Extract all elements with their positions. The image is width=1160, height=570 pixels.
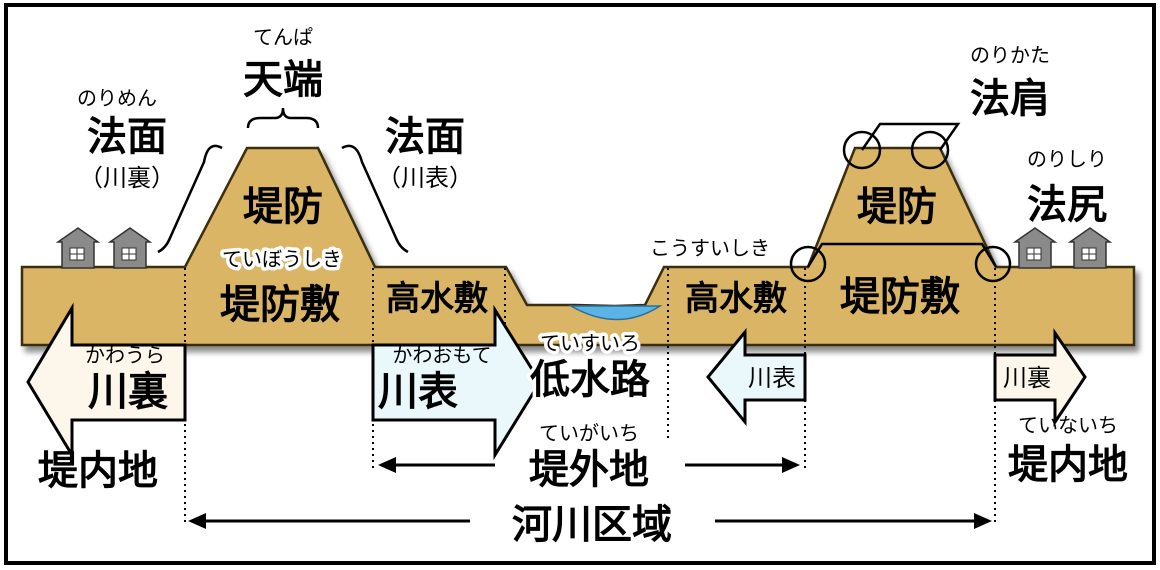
ground-profile [20,146,1136,347]
house-icon [107,227,153,269]
kawaura-small-label: 川裏 [1003,364,1051,392]
norishiri-ruby: のりしり [1027,147,1107,171]
norimen-right-label: 法面 [385,114,465,160]
house-icon [1067,227,1113,269]
norikata-label: 法肩 [970,76,1050,122]
norimen-right-brace [341,144,409,254]
teibo-right-label: 堤防 [857,184,937,230]
low-water-channel-water [568,305,663,321]
kawaura-arrow-small [993,328,1087,427]
kawaomote-arrow-small [706,327,807,427]
kawaomote-small-label: 川表 [748,364,796,392]
teinaichi-ruby: ていないち [1018,413,1118,437]
kawaomote-ruby: かわおもて [392,343,491,367]
kosuijiki-left-label: 高水敷 [386,279,488,319]
teinaichi-right-label: 堤内地 [1008,442,1128,488]
teisuiro-ruby: ていすいろ [540,331,640,355]
kawaomote-arrow-right [371,304,542,461]
tenba-ruby: てんぱ [253,25,313,49]
teibojiki-right-label: 堤防敷 [840,274,960,320]
norishiri-marker-right [974,245,1012,283]
norimen-left-brace [157,144,223,254]
dotted-guides [184,268,996,525]
norimen-left-sub: （川裏） [79,164,175,192]
kawaura-arrow-left [26,302,187,461]
kawaomote-big-label: 川表 [378,369,458,415]
kawaura-big-label: 川裏 [88,369,168,415]
norikata-marker-left [842,130,882,170]
tenba-brace [246,107,320,129]
norikata-marker-right [910,130,950,170]
teibojiki-left-label: 堤防敷 [220,282,340,328]
norishiri-bracket [806,242,998,268]
teigaichi-label: 堤外地 [529,447,649,493]
teigaichi-range-arrow [378,457,800,473]
kawaura-ruby: かわうら [85,343,165,367]
teigaichi-ruby: ていがいち [539,421,639,445]
teisuiro-label: 低水路 [530,357,651,403]
house-icon [55,227,101,269]
kasen-kuiki-label: 河川区域 [512,502,672,548]
norikata-ruby: のりかた [970,43,1050,67]
kasen-kuiki-range-arrow [188,513,992,529]
norimen-ruby: のりめん [77,86,157,110]
norimen-right-sub: （川表） [377,164,473,192]
norishiri-label: 法尻 [1027,182,1107,228]
kosuijiki-ruby: こうすいしき [650,236,770,260]
norikata-bracket [860,122,961,151]
teibo-left-label: 堤防 [243,184,323,230]
house-icon [1012,227,1058,269]
kosuijiki-right-label: 高水敷 [685,279,787,319]
norimen-left-label: 法面 [87,114,167,160]
teinaichi-left-label: 堤内地 [38,448,158,494]
tenba-label: 天端 [243,57,323,103]
norishiri-marker-left [789,245,827,283]
teibojiki-ruby: ていぼうしき [222,247,342,271]
